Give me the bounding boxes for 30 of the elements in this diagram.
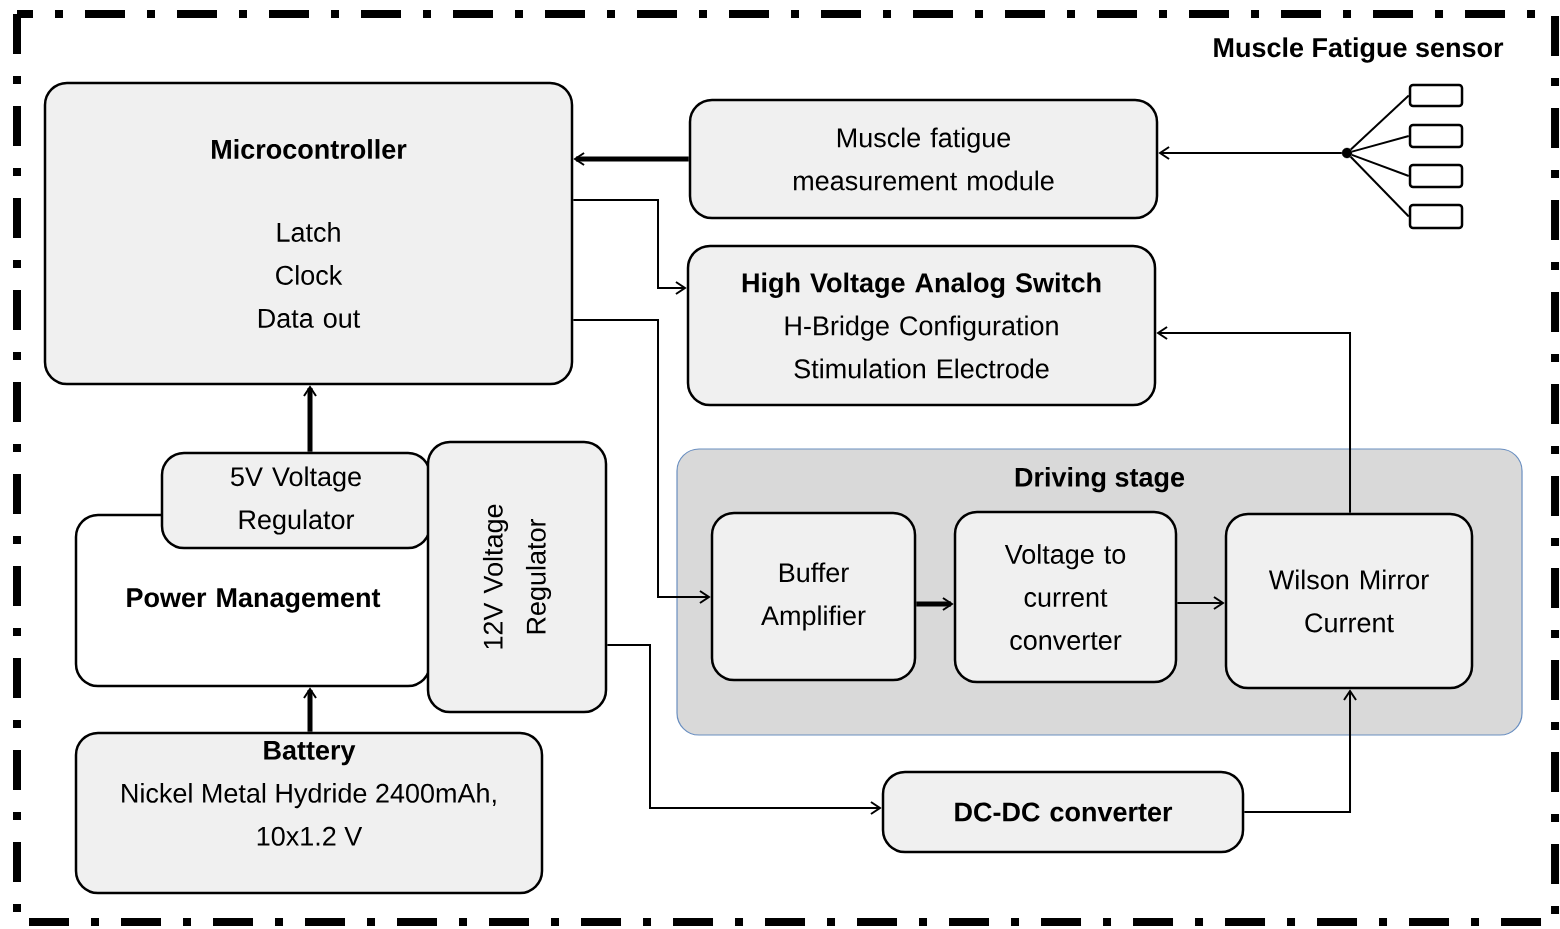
- arrow: [303, 385, 317, 452]
- electrode-box: [1408, 83, 1464, 108]
- current-mirror-box: Wilson Mirror Current: [1224, 512, 1474, 690]
- regulator-box: 5V Voltage Regulator: [160, 451, 432, 550]
- module-box: Muscle fatigue measurement module: [688, 98, 1159, 220]
- switch-box: High Voltage Analog Switch H-Bridge Configuration Stimulation Electrode: [686, 244, 1157, 407]
- connector-line: [1351, 135, 1410, 153]
- regulator-box: 12V Voltage Regulator: [426, 440, 608, 714]
- arrow: [606, 644, 882, 815]
- connector-line: [1350, 153, 1410, 177]
- arrow: [1156, 326, 1351, 514]
- electrode-box: [1408, 123, 1464, 149]
- arrow: [916, 597, 954, 611]
- microcontroller-box: Microcontroller Latch Clock Data out: [43, 81, 574, 386]
- amplifier-box: Buffer Amplifier: [710, 511, 917, 682]
- arrow: [573, 152, 689, 166]
- battery-box: Battery Nickel Metal Hydride 2400mAh, 10x1.2 V: [74, 731, 544, 895]
- converter-box: DC-DC converter: [881, 770, 1245, 854]
- electrode-box: [1408, 163, 1464, 189]
- arrow: [572, 199, 687, 295]
- arrow: [1243, 689, 1357, 813]
- arrow: [572, 319, 711, 604]
- connector-line: [1349, 94, 1410, 151]
- arrow: [303, 687, 317, 732]
- heading-label: Muscle Fatigue sensor: [1214, 37, 1504, 63]
- connector-line: [1349, 155, 1410, 218]
- electrode-box: [1408, 203, 1464, 230]
- converter-box: Voltage to current converter: [953, 510, 1178, 684]
- arrow: [1176, 596, 1225, 610]
- arrow: [1158, 146, 1343, 160]
